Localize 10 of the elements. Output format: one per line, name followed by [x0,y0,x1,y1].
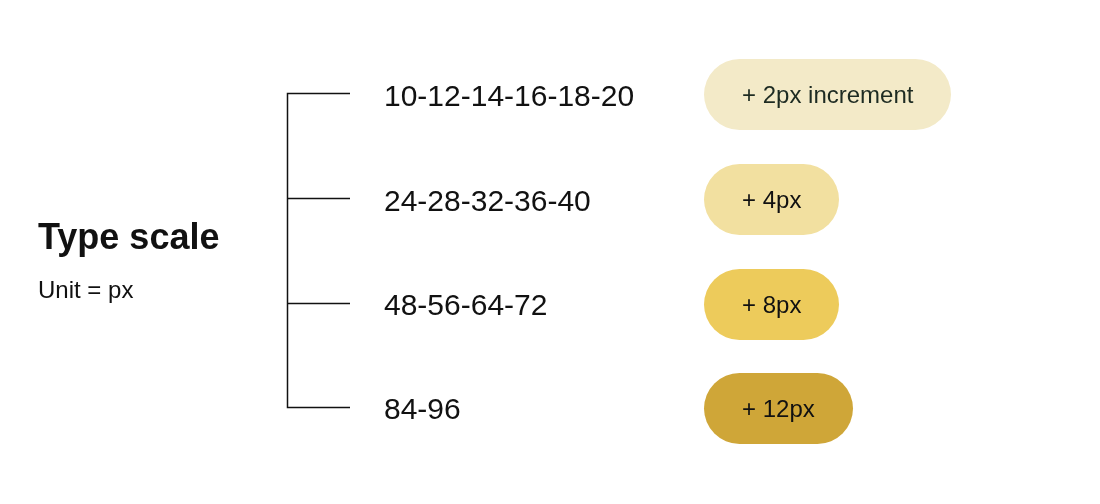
scale-values: 10-12-14-16-18-20 [384,81,635,111]
title: Type scale [38,219,220,255]
increment-pill: + 2px increment [704,59,952,130]
increment-pill: + 4px [704,164,840,235]
increment-pill: + 12px [704,373,853,444]
unit-note: Unit = px [38,278,134,302]
scale-values: 84-96 [384,394,461,424]
scale-values: 48-56-64-72 [384,290,548,320]
scale-values: 24-28-32-36-40 [384,186,591,216]
increment-pill: + 8px [704,269,840,340]
